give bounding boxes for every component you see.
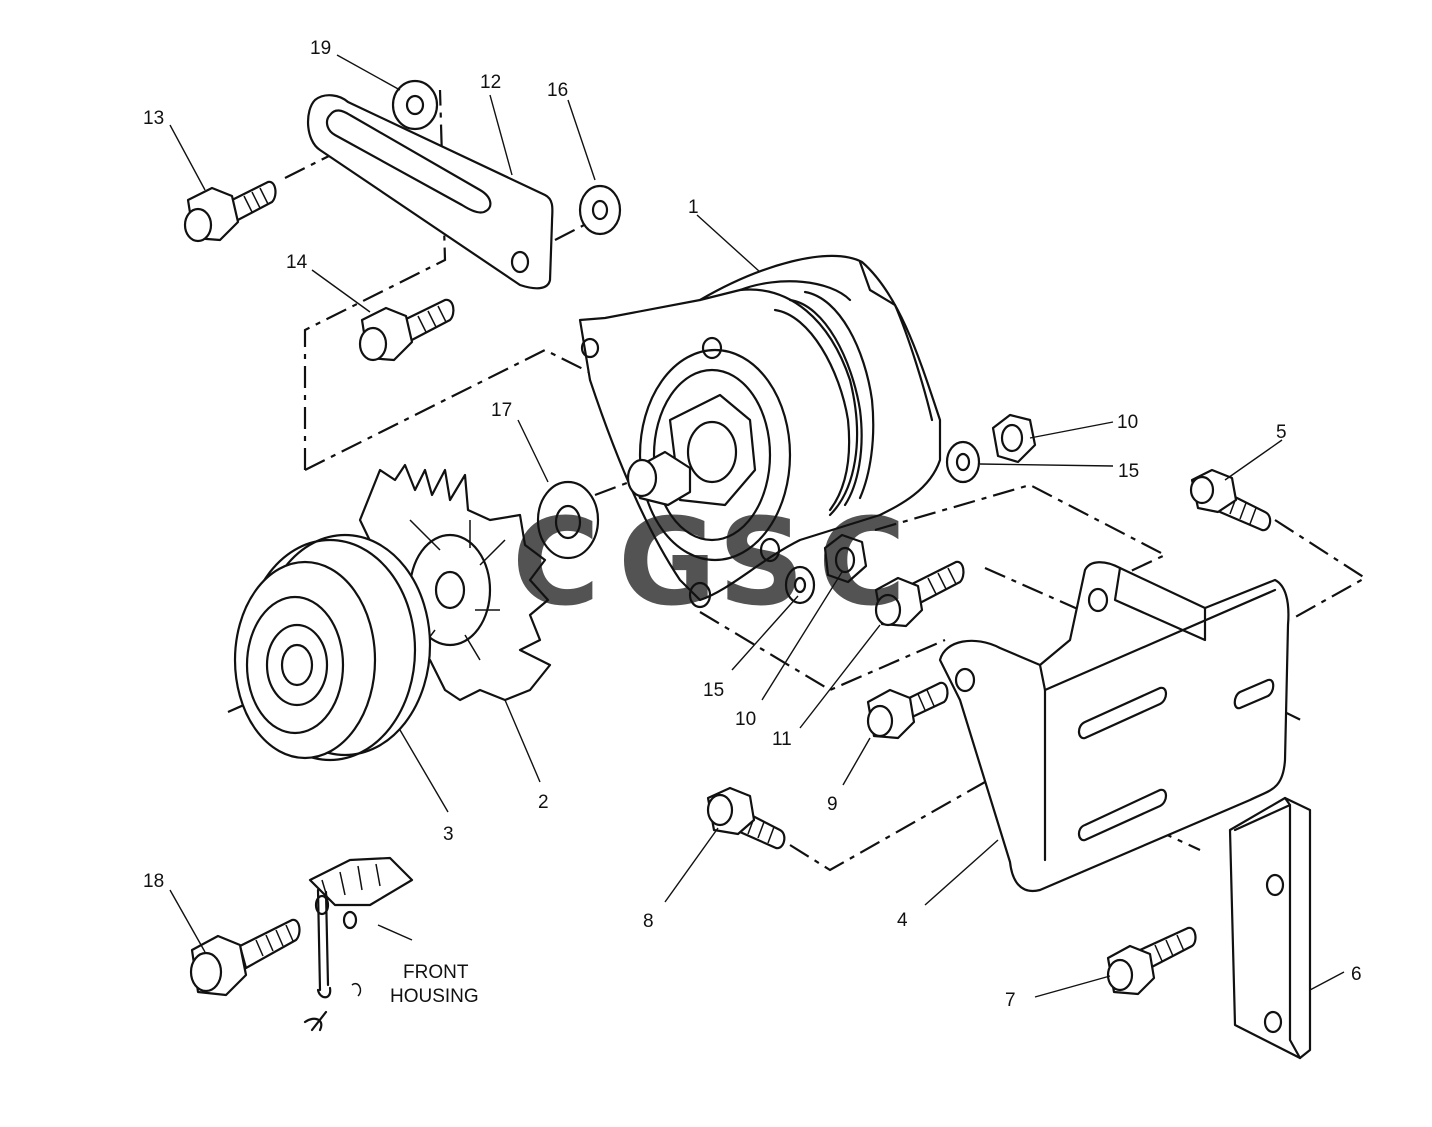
washer-part-16	[578, 184, 622, 236]
washer-part-15-upper	[945, 440, 981, 484]
callout-label: 16	[547, 80, 568, 101]
adjusting-strap-part-12	[307, 94, 554, 290]
callout-label: 2	[538, 792, 549, 813]
callout-label: 5	[1276, 422, 1287, 443]
washer-part-15-lower	[784, 565, 816, 605]
bolt-part-9	[866, 681, 949, 740]
bolt-part-8	[706, 786, 786, 850]
callout-label: 9	[827, 794, 838, 815]
callout-label: 13	[143, 108, 164, 129]
plate-part-6	[1228, 796, 1312, 1060]
callout-label: 8	[643, 911, 654, 932]
callout-label: 10	[1117, 412, 1138, 433]
callout-labels: 1 2 3 4 5 6 7 8 9 10 10 11 12 13 14 15 1…	[143, 38, 1362, 1011]
callout-label: 11	[772, 729, 792, 750]
callout-label: 10	[735, 709, 756, 730]
mounting-bracket-part-4	[938, 561, 1290, 893]
callout-label: 1	[688, 197, 699, 218]
bolt-part-7	[1106, 926, 1197, 996]
watermark-letter: C	[512, 494, 600, 633]
callout-label: 12	[480, 72, 501, 93]
callout-label: 3	[443, 824, 454, 845]
note-line-2: HOUSING	[390, 986, 479, 1007]
washer-part-17	[536, 480, 600, 560]
alternator-part-1	[578, 254, 942, 609]
callout-label: 14	[286, 252, 308, 273]
bolt-part-11	[874, 560, 965, 628]
bolt-part-18	[189, 918, 301, 997]
front-housing-note: FRONT HOUSING	[390, 962, 479, 1007]
watermark-letter: C	[818, 494, 906, 633]
watermark-logo: C G S C	[512, 494, 906, 633]
callout-label: 15	[1118, 461, 1139, 482]
callout-label: 17	[491, 400, 512, 421]
bolt-part-5	[1189, 468, 1272, 532]
watermark-letter: S	[718, 494, 804, 633]
callout-label: 19	[310, 38, 331, 59]
leader-lines	[169, 54, 1345, 998]
front-housing-sketch	[303, 856, 414, 1032]
callout-label: 15	[703, 680, 724, 701]
note-line-1: FRONT	[403, 962, 469, 983]
callout-label: 18	[143, 871, 164, 892]
pulley-part-3	[233, 533, 432, 762]
watermark-letter: G	[618, 494, 717, 633]
callout-label: 6	[1351, 964, 1362, 985]
callout-label: 4	[897, 910, 908, 931]
callout-label: 7	[1005, 990, 1016, 1011]
nut-part-10-lower	[823, 533, 868, 584]
bolt-part-13	[183, 180, 277, 243]
washer-part-19	[391, 79, 439, 131]
bolt-part-14	[358, 298, 455, 362]
nut-part-10-upper	[991, 413, 1037, 464]
